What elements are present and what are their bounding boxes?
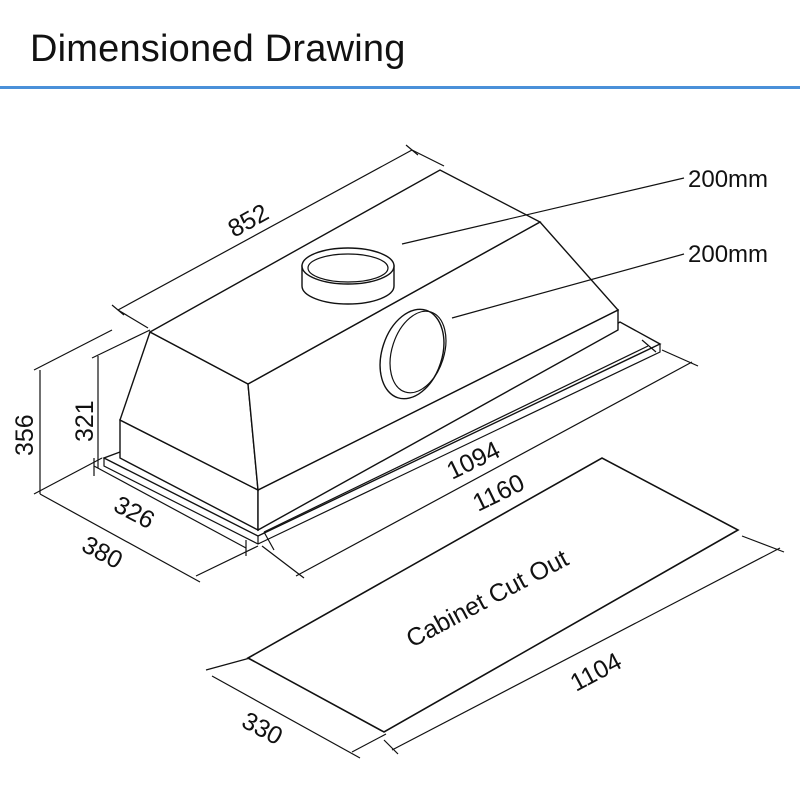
side-duct xyxy=(379,308,447,400)
rangehood-insert xyxy=(102,169,662,545)
top-duct xyxy=(301,247,395,305)
dim-length-flange: 1160 xyxy=(468,469,529,518)
dim-duct-side: 200mm xyxy=(688,241,768,268)
page-title: Dimensioned Drawing xyxy=(30,28,406,70)
dim-length-top: 852 xyxy=(223,199,273,244)
cutout-outline xyxy=(246,457,740,733)
cutout-label: Cabinet Cut Out xyxy=(402,544,573,653)
dimension-lines xyxy=(33,144,699,583)
title-rule xyxy=(0,86,800,89)
dim-height-total: 356 xyxy=(11,414,39,456)
dim-duct-top: 200mm xyxy=(688,166,768,193)
dim-height-body: 321 xyxy=(71,400,99,442)
cabinet-cutout xyxy=(205,457,785,759)
